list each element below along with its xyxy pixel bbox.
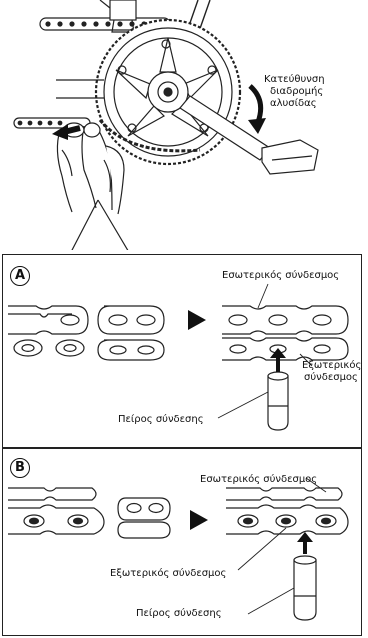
- panel-b-inner-link-label: Εσωτερικός σύνδεσμος: [200, 474, 317, 486]
- panel-b-arrow: [190, 510, 208, 530]
- panel-b-pin: [294, 560, 316, 620]
- panel-a-inner-link-label: Εσωτερικός σύνδεσμος: [222, 270, 339, 282]
- panel-a-outer-link-label-1: Εξωτερικός: [302, 360, 361, 372]
- panel-a-pin: [268, 376, 288, 430]
- panel-a-outer-link-label-2: σύνδεσμος: [304, 372, 358, 384]
- panel-b-pin-label: Πείρος σύνδεσης: [136, 608, 222, 620]
- crankset-illustration: [0, 0, 368, 250]
- rotation-arrow: [250, 86, 261, 122]
- direction-label-line-2: διαδρομής: [270, 86, 323, 98]
- panel-b-outer-link-label: Εξωτερικός σύνδεσμος: [110, 568, 226, 580]
- panel-a-pin-label: Πείρος σύνδεσης: [118, 414, 204, 426]
- panel-a-arrow: [188, 310, 206, 330]
- direction-label-line-1: Κατεύθυνση: [264, 74, 325, 86]
- direction-label-line-3: αλυσίδας: [270, 98, 317, 110]
